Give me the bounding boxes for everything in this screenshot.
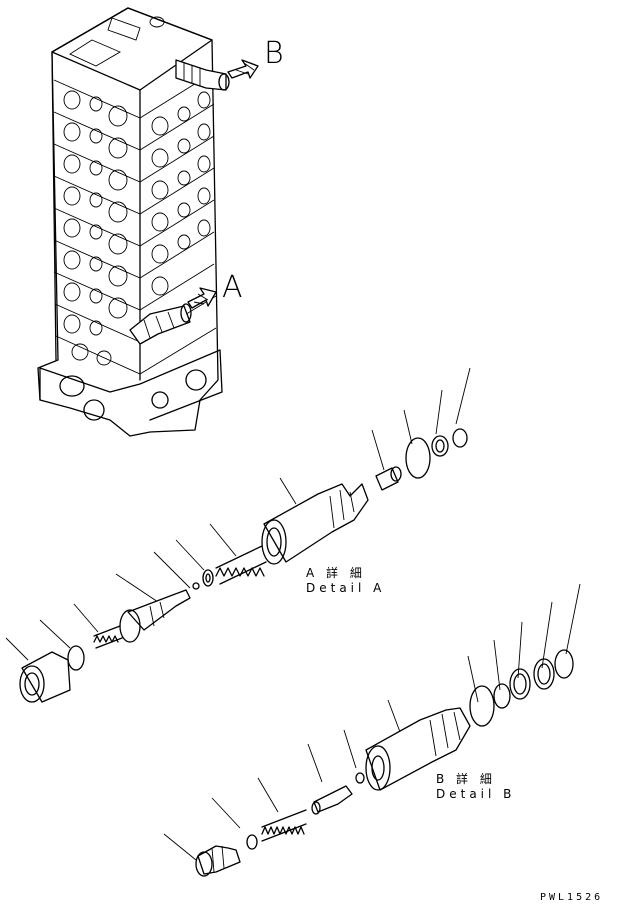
detail-b-caption: B 詳 細 Detail B xyxy=(436,772,515,802)
arrow-b xyxy=(227,59,259,79)
control-valve-body xyxy=(37,7,230,437)
detail-b-title-jp: B 詳 細 xyxy=(436,772,496,786)
detail-b-parts xyxy=(163,583,581,877)
detail-a-parts xyxy=(5,367,471,703)
detail-a-caption: A 詳 細 Detail A xyxy=(306,566,385,596)
arrow-a xyxy=(187,287,217,309)
arrow-a-label: A xyxy=(222,270,243,305)
arrow-b-label: B xyxy=(264,36,284,71)
drawing-code: PWL1526 xyxy=(540,892,604,903)
detail-a-title-jp: A 詳 細 xyxy=(306,566,366,580)
detail-b-title-en: Detail B xyxy=(436,787,516,801)
detail-a-title-en: Detail A xyxy=(306,581,386,595)
